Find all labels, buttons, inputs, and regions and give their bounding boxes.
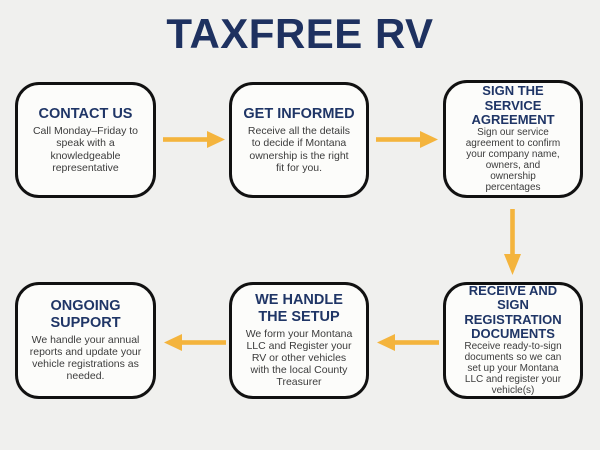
step-heading: RECEIVE AND SIGN REGISTRATION DOCUMENTS bbox=[464, 283, 562, 342]
step-heading: CONTACT US bbox=[38, 106, 133, 123]
step-box-contact-us: CONTACT US Call Monday–Friday to speak w… bbox=[15, 82, 156, 198]
step-heading: WE HANDLE THE SETUP bbox=[255, 292, 343, 325]
arrow-left-icon bbox=[377, 334, 439, 351]
step-box-receive-sign-registration-documents: RECEIVE AND SIGN REGISTRATION DOCUMENTS … bbox=[443, 282, 583, 399]
step-box-ongoing-support: ONGOING SUPPORT We handle your annual re… bbox=[15, 282, 156, 399]
step-heading: SIGN THE SERVICE AGREEMENT bbox=[471, 83, 555, 127]
step-body: Receive ready-to-sign documents so we ca… bbox=[464, 341, 562, 396]
step-body: We form your Montana LLC and Register yo… bbox=[245, 327, 353, 389]
step-heading: GET INFORMED bbox=[243, 106, 355, 123]
step-heading: ONGOING SUPPORT bbox=[50, 298, 121, 331]
arrow-left-icon bbox=[164, 334, 226, 351]
step-box-we-handle-the-setup: WE HANDLE THE SETUP We form your Montana… bbox=[229, 282, 369, 399]
step-box-sign-service-agreement: SIGN THE SERVICE AGREEMENT Sign our serv… bbox=[443, 80, 583, 198]
arrow-down-icon bbox=[504, 209, 521, 275]
step-body: We handle your annual reports and update… bbox=[29, 333, 142, 383]
step-body: Sign our service agreement to confirm yo… bbox=[465, 127, 561, 193]
step-body: Receive all the details to decide if Mon… bbox=[247, 125, 351, 174]
step-box-get-informed: GET INFORMED Receive all the details to … bbox=[229, 82, 369, 198]
arrow-right-icon bbox=[163, 131, 225, 148]
step-body: Call Monday–Friday to speak with a knowl… bbox=[32, 125, 139, 174]
page-title: TAXFREE RV bbox=[166, 10, 434, 57]
arrow-right-icon bbox=[376, 131, 438, 148]
